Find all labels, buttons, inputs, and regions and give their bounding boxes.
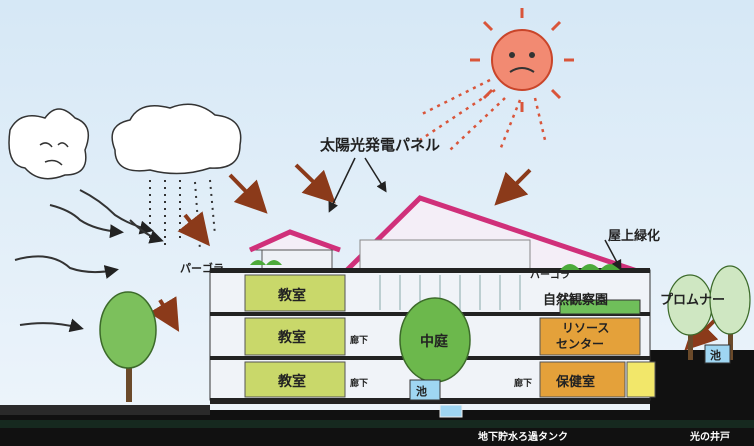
promenade-label: プロムナー [660,293,725,308]
corridor-2f-label: 廊下 [350,334,368,346]
roof-greening-label: 屋上緑化 [608,228,660,244]
health-room [539,361,626,398]
pergola-left-label: パーゴラ [180,261,224,275]
nature-room-label: 自然観察園 [543,292,608,308]
tree-left [99,291,157,402]
classroom-1f [244,361,346,398]
sun-rays [419,78,547,151]
classroom-3f [244,274,346,312]
courtyard-label: 中庭 [420,333,449,350]
light-well-label: 光の井戸 [689,430,730,443]
underground-tank [439,404,463,418]
cloud-face-icon [8,108,90,180]
classroom-3f-label: 教室 [278,287,306,304]
wind-arrows [14,189,164,333]
cloud-icon [111,103,242,175]
corridor-1f-label: 廊下 [350,377,368,389]
health-room-label: 保健室 [555,374,595,390]
underground-tank-label: 地下貯水ろ過タンク [478,430,568,443]
classroom-1f-label: 教室 [278,373,306,390]
pond-right-label: 池 [710,348,721,362]
pond-courtyard [409,379,441,401]
pergola-right-label: パーゴラ [530,268,570,281]
classroom-2f-label: 教室 [278,329,306,346]
resource-label-2: センター [556,337,604,351]
pond-courtyard-label: 池 [416,384,427,398]
classroom-2f [244,317,346,356]
resource-label-1: リソース [562,321,609,335]
pond-right [704,344,731,364]
corridor-right-label: 廊下 [514,377,532,389]
solar-panel-label: 太陽光発電パネル [320,136,440,154]
resource-center-room [539,317,641,356]
tree-right-2 [709,265,751,360]
